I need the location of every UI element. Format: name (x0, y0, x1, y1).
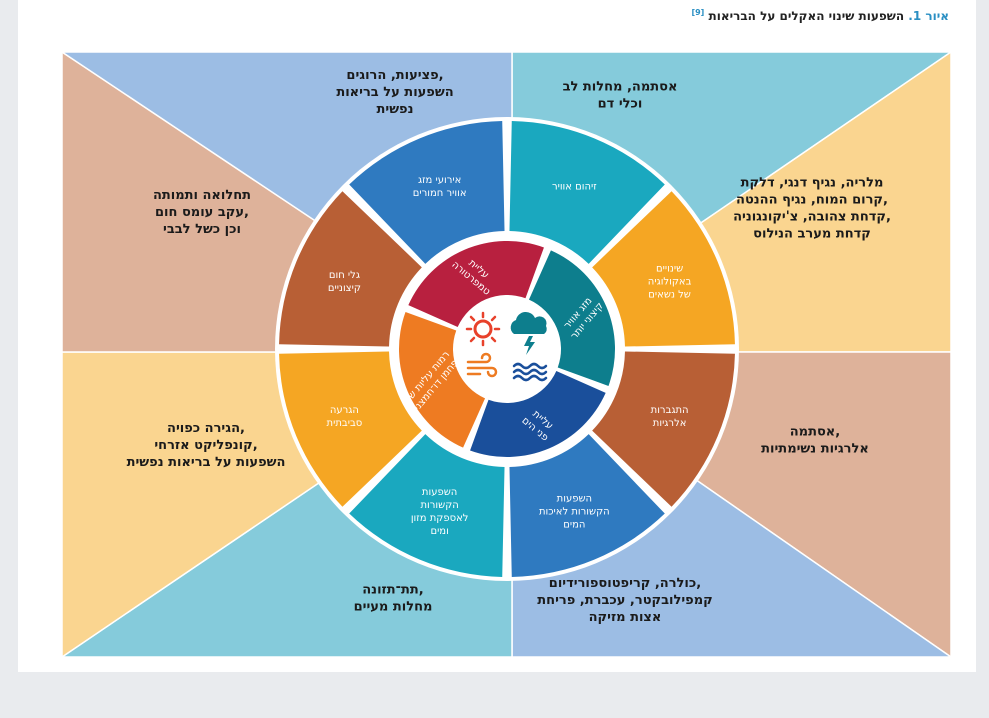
core-segment-co2-levels (399, 312, 486, 448)
center-disc (457, 299, 557, 399)
ring-segment-extreme-heat (279, 191, 422, 347)
core-segment-sea-level-rise (470, 370, 606, 457)
center-circle (457, 299, 557, 399)
core-segment-temperature-rise (408, 241, 544, 328)
outer-label-respiratory: אסתמה,אלרגיות נשימתיות (761, 424, 869, 456)
figure-caption: איור 1. השפעות שינוי האקלים על הבריאות [… (691, 8, 949, 23)
figure-title: השפעות שינוי האקלים על הבריאות (708, 9, 905, 23)
core-segment-extreme-weather (528, 250, 615, 386)
ring-segment-vector-ecology (592, 191, 735, 347)
sun-icon (465, 311, 501, 347)
waves-icon (512, 362, 548, 382)
storm-cloud-icon (510, 311, 547, 355)
figure-reference: [9] (691, 8, 705, 17)
ring-segment-environmental-degradation (279, 351, 422, 507)
wind-icon (466, 352, 498, 378)
ring-segment-severe-weather (349, 121, 505, 264)
ring-label-air-pollution: זיהום אוויר (552, 181, 597, 192)
outer-label-malnutrition: תת־תזונה,מחלות מעיים (354, 582, 433, 614)
ring-segment-water-quality (509, 434, 665, 577)
ring-segment-allergens (592, 351, 735, 507)
outer-label-waterborne: כולרה, קריפטוספורידיום,קמפילובקטר, עכברת… (537, 576, 712, 625)
ring-segment-air-pollution (509, 121, 665, 264)
figure-label: איור 1. (908, 9, 949, 23)
ring-segment-food-water-supply (349, 434, 505, 577)
outer-label-migration: הגירה כפויה,קונפליקט אזרחי,השפעות על ברי… (127, 421, 286, 470)
